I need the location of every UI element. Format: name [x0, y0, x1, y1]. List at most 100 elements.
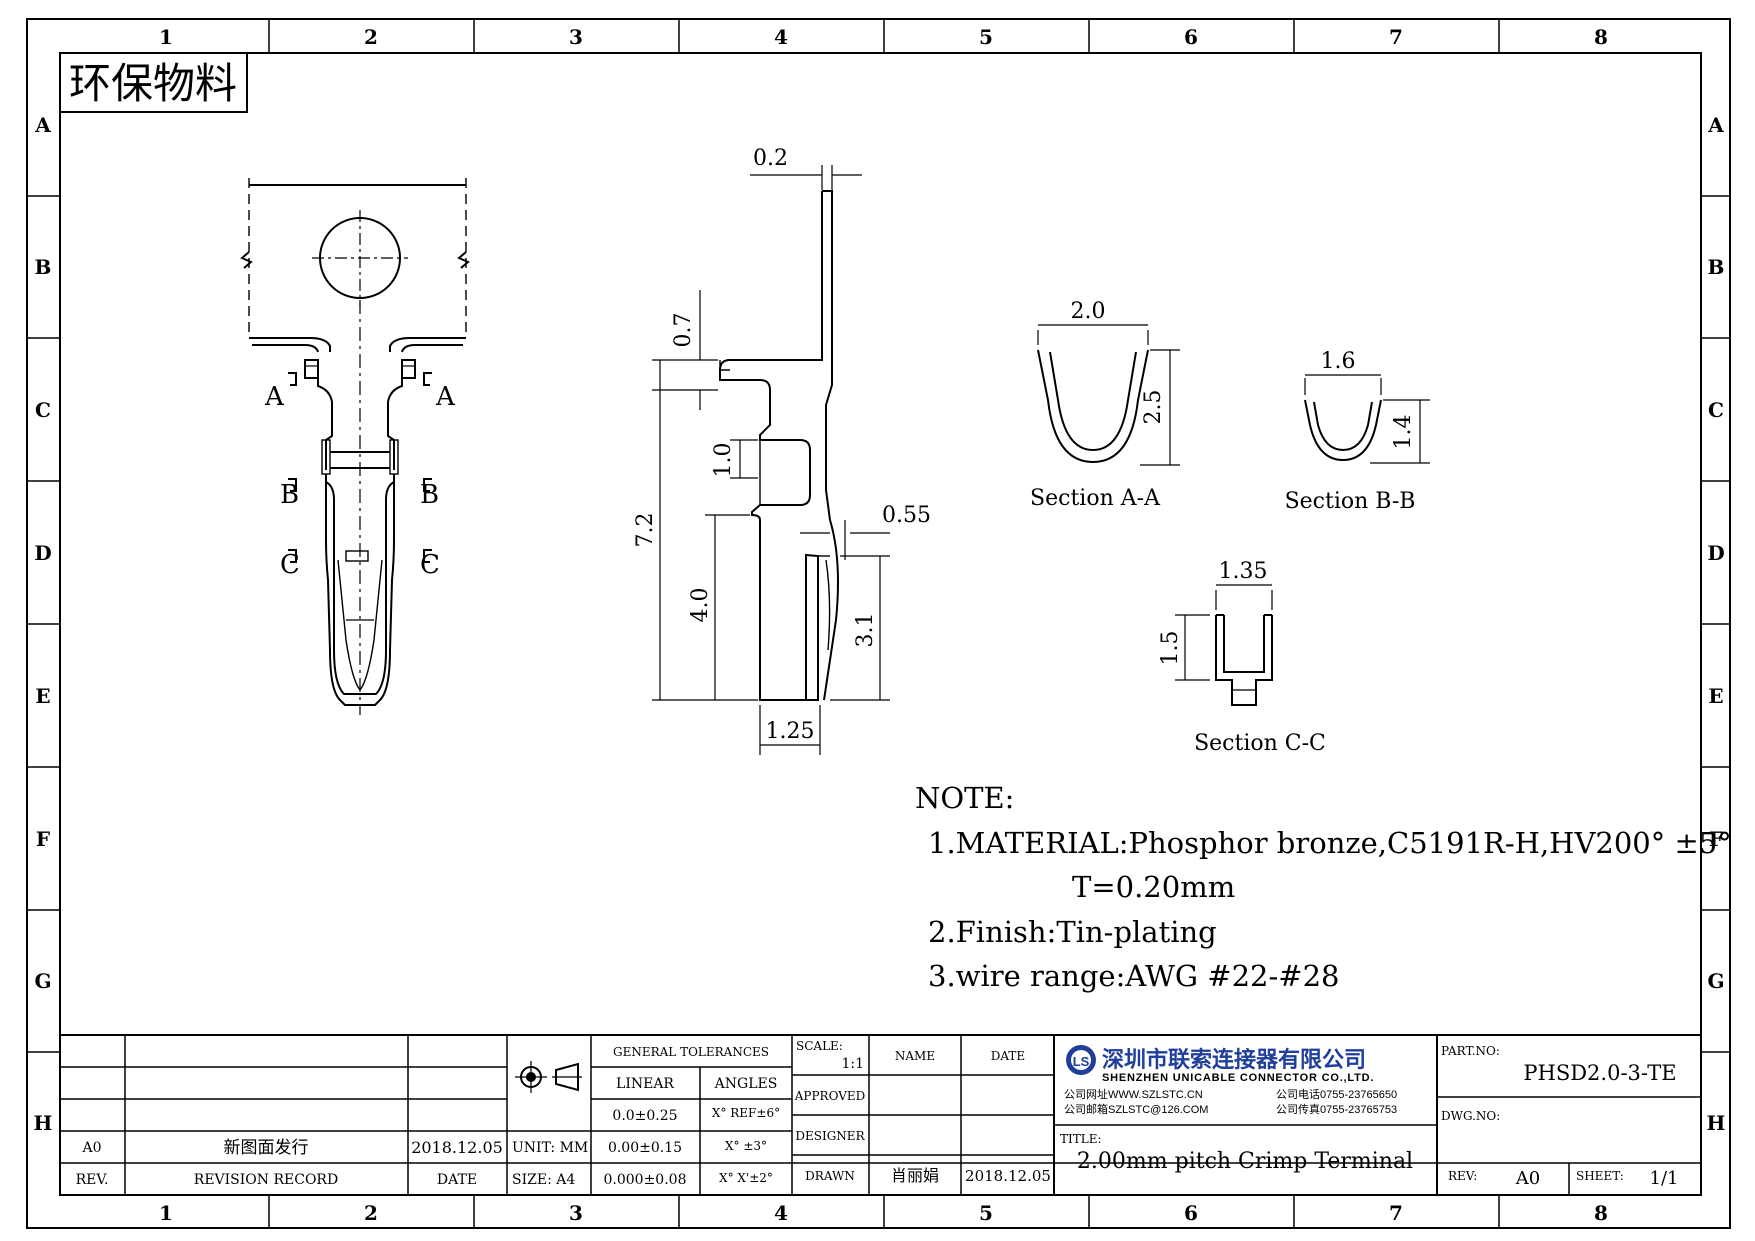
zone-col-1-top: 1: [159, 25, 173, 49]
zone-row-a-left: A: [34, 113, 51, 137]
projection-symbol-icon: [515, 1061, 582, 1093]
rev-row-rev: A0: [81, 1140, 101, 1156]
company-fax: 公司传真0755-23765753: [1276, 1102, 1397, 1116]
section-markers: A A B B C C: [264, 382, 456, 580]
tol-angle-2: X° ±3°: [725, 1139, 767, 1153]
sheet-value: 1/1: [1650, 1168, 1679, 1189]
dim-1-25: 1.25: [766, 719, 815, 744]
drawn-name: 肖丽娟: [891, 1167, 939, 1185]
zone-col-7-bottom: 7: [1389, 1201, 1403, 1225]
rev-row-date: 2018.12.05: [411, 1138, 503, 1157]
eco-material-stamp: 环保物料: [59, 52, 248, 113]
zone-col-4-bottom: 4: [774, 1201, 788, 1225]
zone-row-c-right: C: [1708, 398, 1724, 422]
tol-angle-1: X° REF±6°: [712, 1106, 780, 1120]
zone-col-3-top: 3: [569, 25, 583, 49]
zone-row-e-left: E: [35, 684, 50, 708]
part-no-label: PART.NO:: [1441, 1044, 1500, 1058]
stamp-text: 环保物料: [69, 60, 237, 107]
dim-0-55: 0.55: [882, 503, 931, 528]
svg-text:LS: LS: [1073, 1054, 1090, 1069]
note-1-thickness: T=0.20mm: [1072, 870, 1235, 904]
general-tolerances: GENERAL TOLERANCES: [613, 1045, 769, 1059]
note-1: 1.MATERIAL:Phosphor bronze,C5191R-H,HV20…: [928, 826, 1732, 860]
zone-row-f-right: F: [1709, 827, 1723, 851]
linear-header: LINEAR: [616, 1076, 674, 1092]
zone-row-c-left: C: [35, 398, 51, 422]
company-web: 公司网址WWW.SZLSTC.CN: [1064, 1087, 1203, 1101]
date2-header: DATE: [991, 1049, 1025, 1063]
date-header: DATE: [437, 1172, 477, 1188]
rev-header: REV.: [76, 1172, 109, 1188]
angles-header: ANGLES: [714, 1076, 778, 1092]
zone-col-8-top: 8: [1594, 25, 1608, 49]
zone-row-b-left: B: [35, 255, 52, 279]
title-block-text: A0 新图面发行 2018.12.05 REV. REVISION RECORD…: [76, 1039, 1679, 1189]
zone-row-b-right: B: [1708, 255, 1725, 279]
sheet-label: SHEET:: [1576, 1169, 1624, 1183]
zone-col-5-top: 5: [979, 25, 993, 49]
zone-row-f-left: F: [36, 827, 50, 851]
tol-linear-1: 0.0±0.25: [612, 1108, 677, 1124]
section-b-b-title: Section B-B: [1285, 489, 1416, 514]
company-name-cn: 深圳市联索连接器有限公司: [1102, 1047, 1366, 1072]
section-b-b-text: 1.6 1.4 Section B-B: [1285, 349, 1416, 514]
side-view: [719, 190, 839, 701]
zone-col-2-bottom: 2: [364, 1201, 378, 1225]
section-marker-c-left: C: [280, 550, 300, 580]
section-a-a-title: Section A-A: [1030, 486, 1161, 511]
section-a-a-height: 2.5: [1141, 390, 1166, 425]
zone-labels: 1 2 3 4 5 6 7 8 1 2 3 4 5 6 7 8 A B C D …: [34, 25, 1726, 1225]
side-view-dimensions: [652, 165, 890, 755]
scale-value: 1:1: [841, 1056, 864, 1072]
side-view-dim-text: 0.2 0.7 1.0 7.2 4.0 0.55 3.1 1.25: [633, 146, 931, 744]
section-c-c-width: 1.35: [1219, 559, 1268, 584]
zone-row-g-left: G: [34, 969, 51, 993]
section-c-c: [1175, 584, 1273, 706]
rev-row-record: 新图面发行: [224, 1138, 309, 1157]
designer-label: DESIGNER: [795, 1129, 865, 1143]
zone-col-6-top: 6: [1184, 25, 1198, 49]
approved-label: APPROVED: [794, 1089, 866, 1103]
zone-row-e-right: E: [1708, 684, 1723, 708]
dwg-no-label: DWG.NO:: [1441, 1109, 1500, 1123]
section-a-a: [1037, 324, 1180, 466]
zone-ticks: [27, 19, 1730, 1228]
rev-value: A0: [1515, 1168, 1540, 1189]
size-label: SIZE: A4: [512, 1172, 575, 1188]
title-block-grid: [60, 1034, 1701, 1195]
section-b-b-width: 1.6: [1321, 349, 1356, 374]
note-2: 2.Finish:Tin-plating: [928, 915, 1217, 949]
front-view: [240, 178, 470, 715]
tol-linear-3: 0.000±0.08: [604, 1172, 687, 1188]
zone-col-6-bottom: 6: [1184, 1201, 1198, 1225]
section-b-b: [1304, 374, 1430, 464]
section-a-a-width: 2.0: [1071, 299, 1106, 324]
zone-col-5-bottom: 5: [979, 1201, 993, 1225]
company-mail: 公司邮箱SZLSTC@126.COM: [1064, 1102, 1208, 1116]
unit-label: UNIT: MM: [512, 1140, 588, 1156]
section-b-b-height: 1.4: [1391, 415, 1416, 450]
section-c-c-title: Section C-C: [1194, 731, 1326, 756]
section-marker-b-right: B: [420, 480, 439, 510]
section-c-c-text: 1.35 1.5 Section C-C: [1158, 559, 1326, 756]
dim-7-2: 7.2: [633, 513, 658, 548]
notes: NOTE: 1.MATERIAL:Phosphor bronze,C5191R-…: [915, 781, 1732, 993]
scale-label: SCALE:: [796, 1039, 843, 1053]
zone-row-g-right: G: [1707, 969, 1724, 993]
notes-heading: NOTE:: [915, 781, 1014, 815]
drawn-label: DRAWN: [805, 1169, 855, 1183]
company-name-en: SHENZHEN UNICABLE CONNECTOR CO.,LTD.: [1102, 1072, 1374, 1084]
dim-0-7: 0.7: [671, 313, 696, 348]
zone-row-a-right: A: [1707, 113, 1724, 137]
dim-0-2: 0.2: [753, 146, 788, 171]
tol-angle-3: X° X'±2°: [719, 1171, 773, 1185]
zone-col-4-top: 4: [774, 25, 788, 49]
title-label: TITLE:: [1060, 1132, 1102, 1146]
zone-row-d-left: D: [34, 541, 51, 565]
company-logo-icon: LS: [1066, 1045, 1096, 1075]
tol-linear-2: 0.00±0.15: [608, 1140, 682, 1156]
section-marker-a-right: A: [435, 382, 456, 412]
drawing-title: 2.00mm pitch Crimp Terminal: [1077, 1149, 1413, 1174]
